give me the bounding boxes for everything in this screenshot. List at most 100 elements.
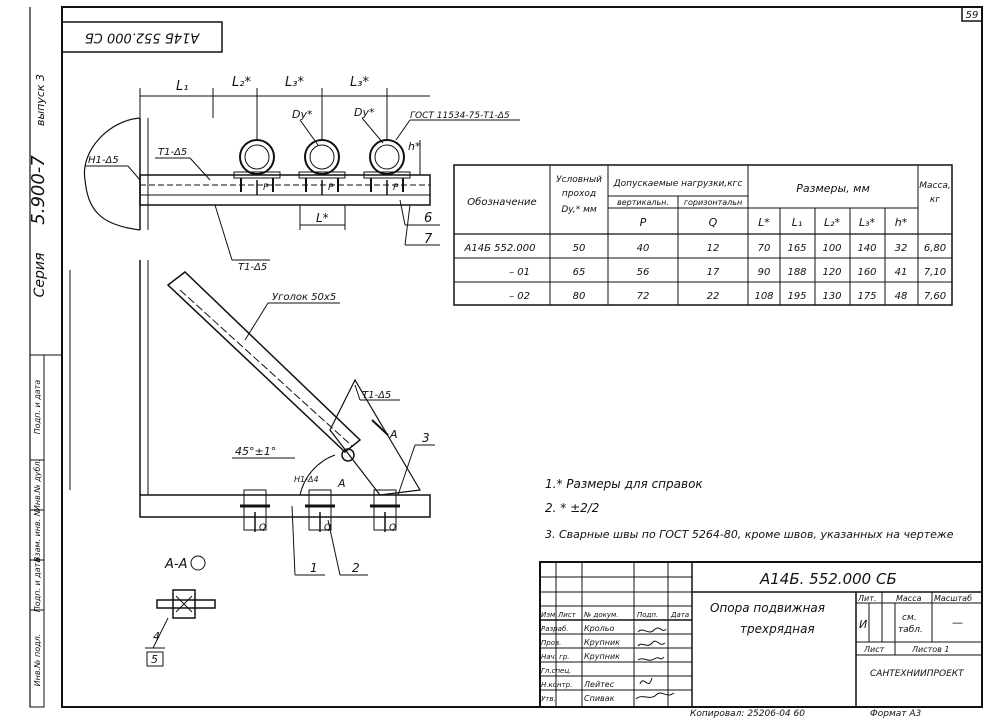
table-cell: 130 [822, 291, 841, 302]
leader-3: 3 [422, 431, 430, 445]
tb-lit-val: И [859, 618, 867, 631]
table-cell: 100 [822, 243, 841, 254]
table-cell: 175 [857, 291, 876, 302]
col-dubl: Инв.№ дубл. [33, 459, 42, 511]
tb-person: Крупник [584, 638, 620, 647]
tb-name-2: трехрядная [740, 622, 815, 636]
th-mass-1: Масса, [919, 181, 951, 191]
tb-role: Н.контр. [541, 681, 572, 689]
th-designation: Обозначение [467, 196, 536, 208]
tb-person: Крупник [584, 652, 620, 661]
leader-4: 4 [153, 630, 160, 643]
section-a-a: А-А 4 5 [145, 555, 216, 667]
sheet-number-box [961, 6, 983, 22]
th-L1: L₁ [792, 216, 803, 229]
dimensions-table: Обозначение Условный проход Dy,* мм Допу… [453, 164, 953, 306]
table-cell: 48 [895, 291, 908, 302]
table-cell: 40 [637, 243, 650, 254]
tb-h-izm: Изм [541, 611, 556, 619]
leader-2: 2 [352, 561, 360, 575]
tb-sheet: Лист [863, 645, 885, 654]
col-inv: Инв.№ подл. [33, 634, 42, 687]
note-3: 3. Сварные швы по ГОСТ 5264-80, кроме шв… [545, 528, 954, 541]
dim-l2: L₂* [232, 75, 251, 90]
dim-h: h* [408, 140, 421, 153]
sheet-number: 59 [966, 10, 979, 21]
leader-7: 7 [424, 232, 433, 247]
th-passage-2: проход [562, 189, 596, 199]
th-horizontal: горизонтальн [684, 198, 742, 207]
dim-l3-a: L₃* [285, 75, 304, 90]
table-cell: 41 [895, 267, 908, 278]
table-cell: 22 [707, 291, 720, 302]
table-cell: 160 [857, 267, 876, 278]
t1c-callout: Т1-Δ5 [362, 390, 391, 401]
th-h: h* [895, 216, 908, 229]
section-label: А-А [164, 557, 187, 572]
table-cell: 188 [787, 267, 806, 278]
table-cell: 72 [637, 291, 650, 302]
th-passage-3: Dy,* мм [561, 205, 597, 215]
ugolok-callout: Уголок 50х5 [272, 292, 336, 303]
tb-massa: Масса [896, 594, 922, 603]
table-row-designation: А14Б 552.000 [464, 243, 536, 254]
th-sizes: Размеры, мм [796, 182, 870, 195]
side-series: Серия [32, 253, 48, 298]
th-q: Q [709, 216, 718, 229]
p-label-3: P [393, 183, 399, 193]
note-2: 2. * ±2/2 [545, 501, 599, 515]
leader-1: 1 [310, 561, 318, 575]
tb-massa-val-2: табл. [898, 625, 923, 635]
t1-callout: Т1-Δ5 [158, 147, 187, 158]
table-cell: 56 [637, 267, 650, 278]
tb-role: Гл.спец. [541, 667, 571, 675]
table-cell: 140 [857, 243, 876, 254]
tb-h-doc: № докум. [583, 611, 619, 619]
tb-masshtab: Масштаб [934, 594, 972, 603]
dim-dy-2: Dy* [354, 106, 375, 119]
col-sign2: Подп. и дата [33, 380, 42, 435]
tb-person: Спивак [584, 694, 615, 703]
table-cell: 7,60 [924, 291, 946, 302]
gost-top-callout: ГОСТ 11534-75-Т1-Δ5 [410, 111, 510, 121]
tb-role: Утв. [541, 695, 556, 703]
section-mark-a2: А [337, 477, 346, 490]
tb-lit: Лит. [857, 594, 876, 603]
p-label-2: P [328, 183, 334, 193]
stamp-code: А14Б 552.000 СБ [85, 30, 200, 45]
tb-masshtab-val: — [952, 616, 963, 629]
q-label-1: Q [259, 523, 266, 533]
p-label-1: P [263, 183, 269, 193]
footer-format: Формат А3 [870, 709, 922, 718]
table-cell: 90 [758, 267, 771, 278]
tb-h-sign: Подп. [637, 611, 658, 619]
table-cell: 120 [822, 267, 841, 278]
th-L3: L₃* [859, 216, 876, 229]
table-cell: 50 [573, 243, 586, 254]
tb-org: САНТЕХНИИПРОЕКТ [870, 669, 965, 679]
h1-callout: Н1-Δ4 [294, 475, 319, 484]
table-row-designation: – 01 [509, 267, 530, 278]
table-cell: 108 [754, 291, 773, 302]
col-vzam: Взам. инв. № [33, 508, 42, 562]
tb-h-date: Дата [670, 611, 689, 619]
q-label-2: Q [324, 523, 331, 533]
section-mark-a: А [389, 428, 398, 441]
angle-label: 45°±1° [235, 445, 276, 458]
tb-code: А14Б. 552.000 СБ [759, 570, 897, 588]
tb-person: Крольо [584, 624, 614, 633]
t1b-callout: Т1-Δ5 [238, 262, 267, 273]
table-cell: 195 [787, 291, 806, 302]
th-L2: L₂* [824, 216, 841, 229]
th-passage-1: Условный [556, 175, 602, 185]
table-row-designation: – 02 [509, 291, 530, 302]
leader-5: 5 [151, 653, 158, 666]
tb-role: Разраб. [541, 625, 569, 633]
dim-l: L* [316, 211, 329, 225]
table-cell: 6,80 [924, 243, 946, 254]
th-p: P [640, 216, 647, 229]
table-cell: 7,10 [924, 267, 946, 278]
table-cell: 12 [707, 243, 720, 254]
tb-role: Нач. гр. [541, 653, 570, 661]
